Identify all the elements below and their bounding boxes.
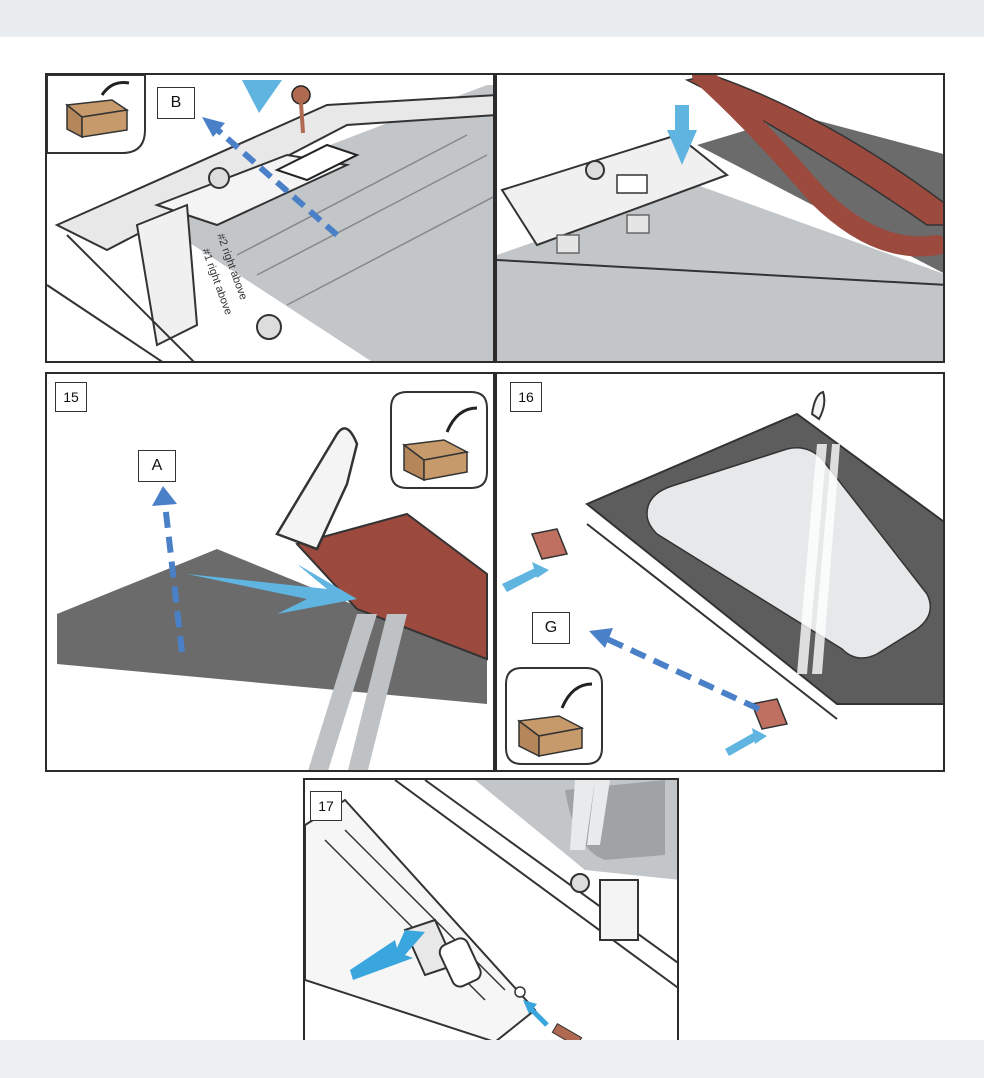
- step-number: 17: [310, 791, 342, 821]
- step-panel-b: #2 right above #1 right above B: [45, 73, 495, 363]
- package-open-icon: [47, 75, 146, 154]
- step-b-illustration: #2 right above #1 right above: [47, 75, 493, 361]
- top-bar: [0, 0, 984, 37]
- step-panel-16: 16 G: [495, 372, 945, 772]
- hinge-icon: [530, 528, 789, 730]
- bottom-bar: [0, 1040, 984, 1078]
- package-open-icon: [505, 667, 603, 765]
- callout-letter: A: [138, 450, 176, 482]
- step-number: 16: [510, 382, 542, 412]
- screw-icon: [551, 1022, 583, 1040]
- step-panel-15: 15 A: [45, 372, 495, 772]
- screw-icon: [291, 85, 311, 134]
- step-panel-seal: [495, 73, 945, 363]
- step-17-illustration: [305, 780, 677, 1040]
- step-number: 15: [55, 382, 87, 412]
- callout-letter: B: [157, 87, 195, 119]
- step-panel-17: 17: [303, 778, 679, 1040]
- seal-illustration: [497, 75, 943, 361]
- callout-letter: G: [532, 612, 570, 644]
- package-open-icon: [390, 391, 488, 489]
